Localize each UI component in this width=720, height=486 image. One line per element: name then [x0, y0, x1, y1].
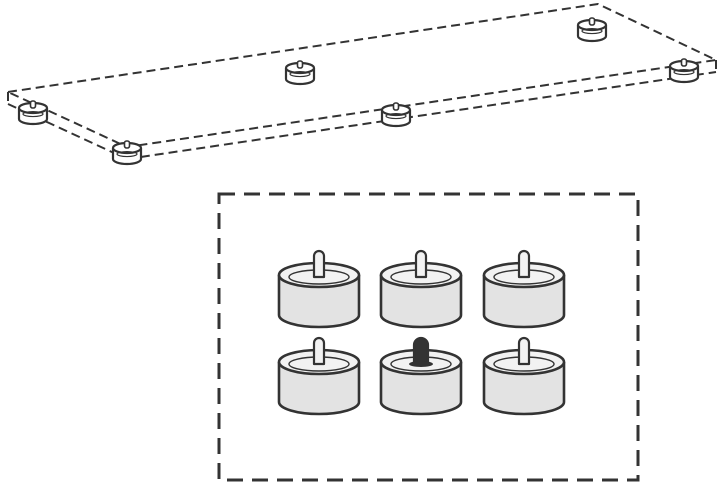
foot-highlighted [379, 336, 463, 416]
panel-foot-2 [284, 60, 316, 86]
foot-r1-c3 [482, 249, 566, 329]
dashed-panel [7, 3, 717, 160]
panel-feet [17, 17, 700, 166]
panel-foot-1 [576, 17, 608, 43]
panel-bottom-front [126, 71, 717, 160]
foot-r2-c1 [277, 336, 361, 416]
panel-foot-4 [17, 100, 49, 126]
foot-r1-c1 [277, 249, 361, 329]
panel-foot-5 [380, 102, 412, 128]
detail-box [217, 192, 640, 482]
panel-foot-6 [111, 140, 143, 166]
detail-feet-grid [277, 249, 566, 416]
panel-foot-3 [668, 58, 700, 84]
panel-top-face [7, 3, 717, 148]
foot-r2-c3 [482, 336, 566, 416]
foot-r1-c2 [379, 249, 463, 329]
